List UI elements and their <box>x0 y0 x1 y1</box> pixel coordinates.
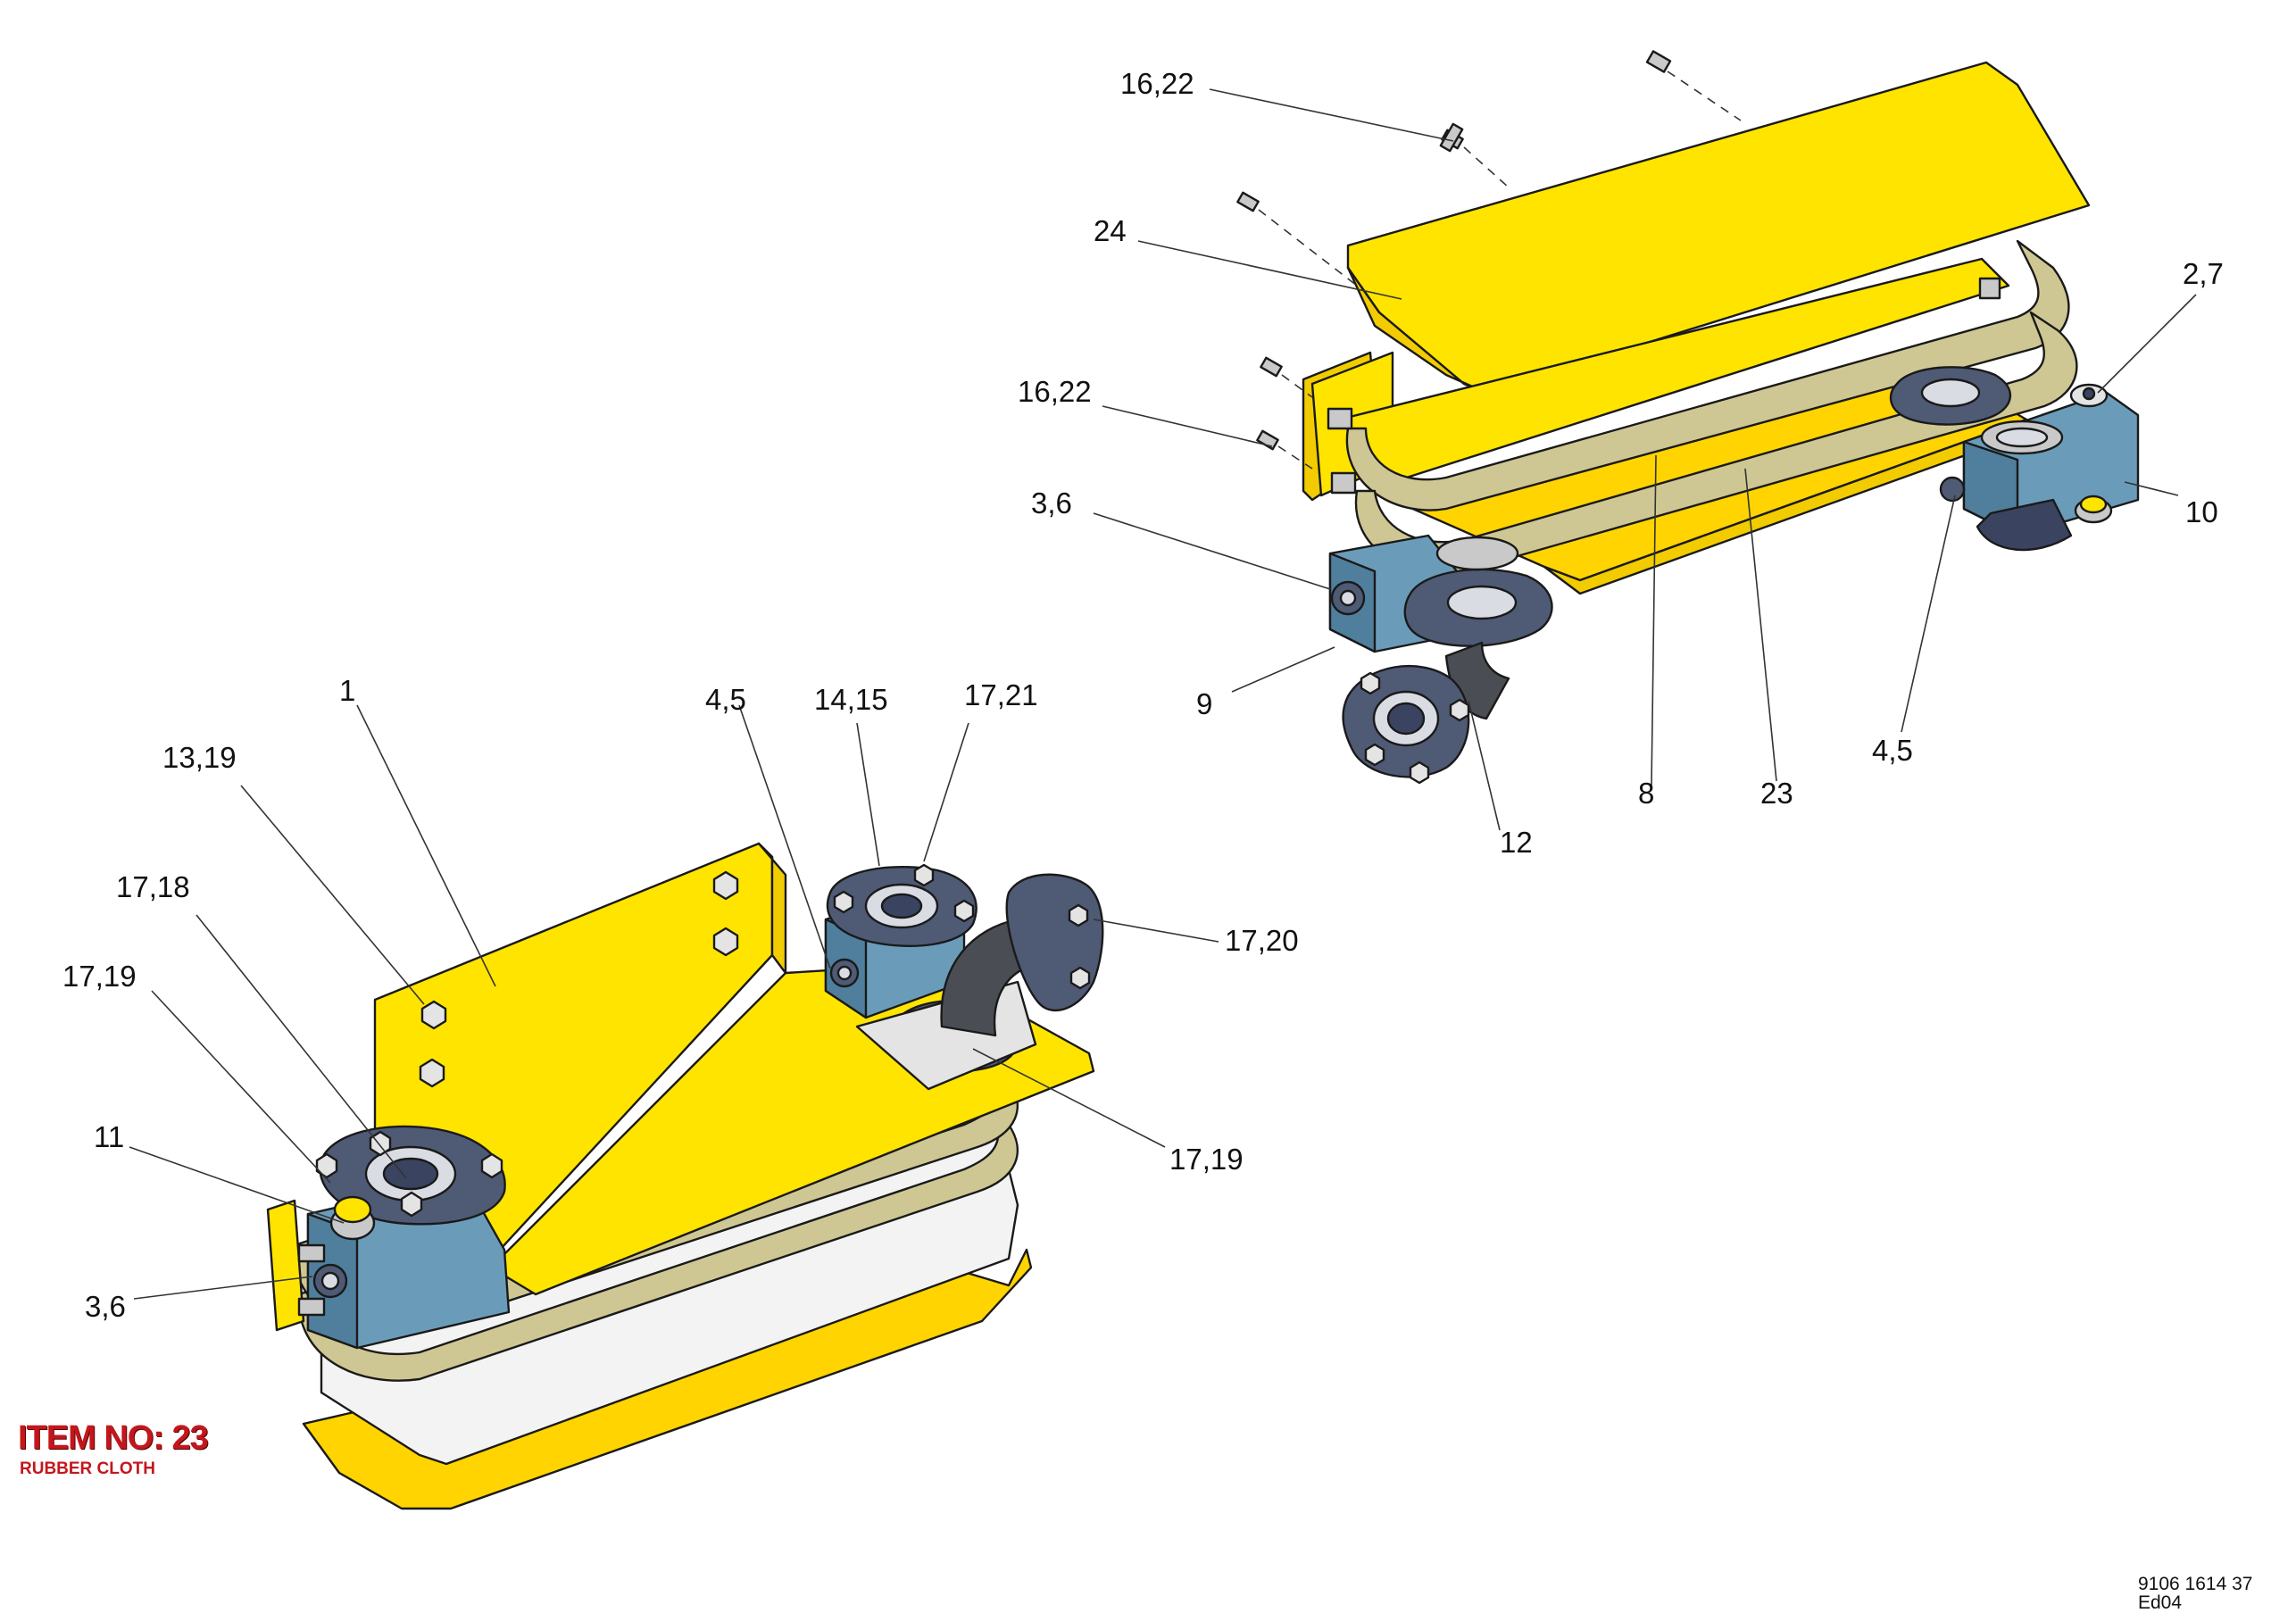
left-assembly <box>266 842 1104 1510</box>
callout-10: 10 <box>2185 495 2218 528</box>
callout-17-21: 17,21 <box>964 678 1038 711</box>
callout-3-6-right: 3,6 <box>1031 486 1072 520</box>
callout-11: 11 <box>94 1120 124 1153</box>
callout-16-22-top: 16,22 <box>1120 67 1194 100</box>
left-valve-block-right-assy <box>1328 534 1553 653</box>
callout-16-22-mid: 16,22 <box>1018 375 1092 408</box>
callout-23: 23 <box>1760 777 1793 810</box>
explode-lines <box>1258 71 1742 470</box>
right-valve-block-right-assy <box>1889 366 2140 552</box>
leader-lines <box>129 88 2197 1300</box>
callout-17-19-left: 17,19 <box>62 960 137 993</box>
callout-17-20: 17,20 <box>1225 924 1299 957</box>
left-valve-block <box>306 1125 511 1350</box>
right-assembly <box>1236 50 2140 785</box>
callout-12: 12 <box>1500 826 1533 859</box>
callout-4-5-right: 4,5 <box>1872 734 1913 767</box>
item-number-banner: ITEM NO: 23 <box>18 1419 209 1457</box>
callout-2-7: 2,7 <box>2183 257 2224 290</box>
callout-14-15: 14,15 <box>814 683 888 716</box>
item-description: RUBBER CLOTH <box>20 1459 155 1478</box>
callout-17-18: 17,18 <box>116 870 190 903</box>
plate-bolt-icon <box>419 870 739 1088</box>
callout-9: 9 <box>1196 687 1212 720</box>
callout-17-19-right: 17,19 <box>1169 1143 1244 1176</box>
screw-icon <box>1236 50 1672 451</box>
callout-4-5-left: 4,5 <box>705 683 746 716</box>
callout-24: 24 <box>1094 214 1127 247</box>
callout-3-6-left: 3,6 <box>85 1290 126 1323</box>
callout-1: 1 <box>339 674 355 707</box>
callout-13-19: 13,19 <box>162 741 237 774</box>
callout-labels: 1 13,19 17,18 17,19 11 3,6 4,5 14,15 17,… <box>62 67 2224 1323</box>
callout-8: 8 <box>1638 777 1654 810</box>
